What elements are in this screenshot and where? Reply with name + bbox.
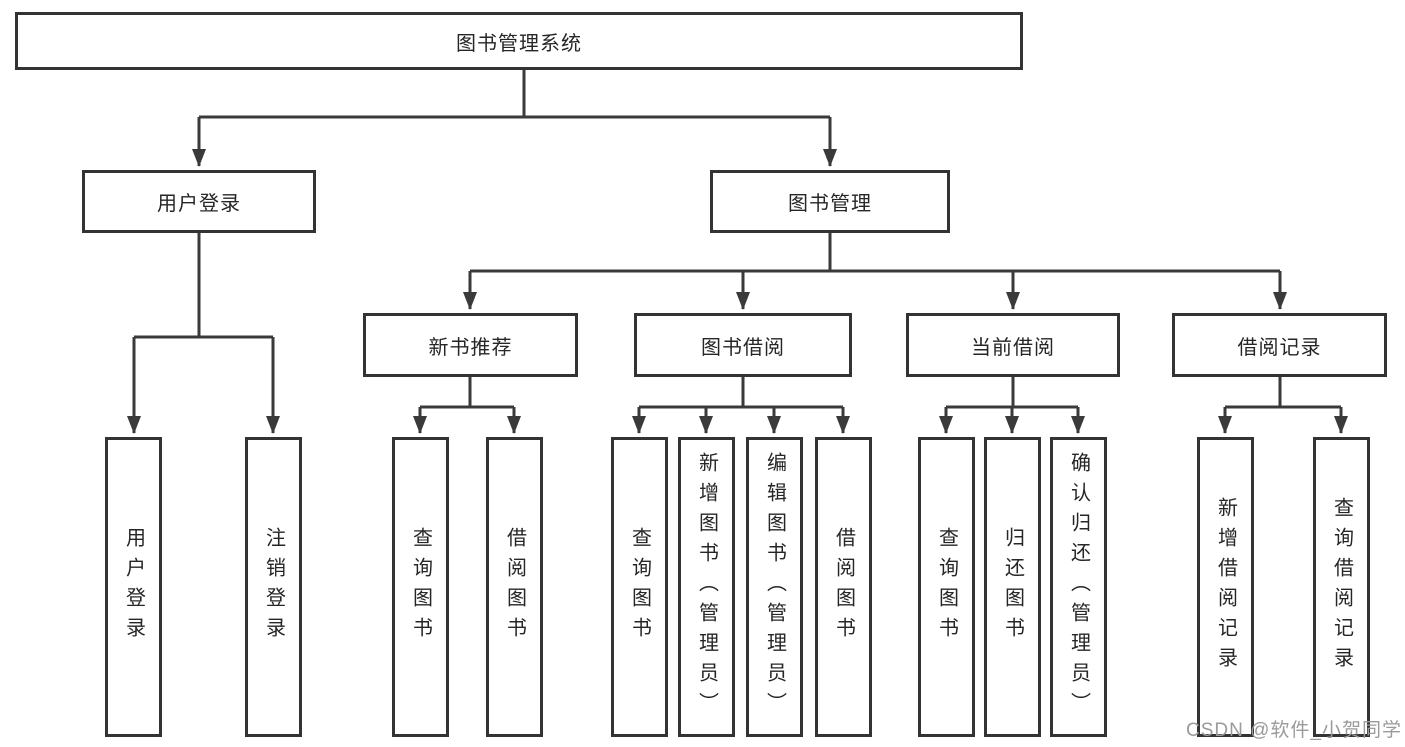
node-current-borrowing: 当前借阅 — [906, 313, 1120, 377]
csdn-watermark: CSDN @软件_小贺同学 — [1186, 720, 1402, 741]
node-leaf-borrow-books-2: 借阅图书 — [815, 437, 872, 737]
node-leaf-borrow-books-2-label: 借阅图书 — [832, 527, 855, 647]
node-leaf-user-login: 用户登录 — [105, 437, 162, 737]
node-leaf-add-borrow-record: 新增借阅记录 — [1197, 437, 1254, 737]
node-current-borrowing-label: 当前借阅 — [971, 336, 1055, 359]
node-leaf-confirm-return-admin: 确认归还（管理员） — [1050, 437, 1107, 737]
node-leaf-query-books-1-label: 查询图书 — [409, 527, 432, 647]
node-borrowing-records: 借阅记录 — [1172, 313, 1387, 377]
node-book-borrowing: 图书借阅 — [634, 313, 852, 377]
node-book-management-label: 图书管理 — [788, 193, 872, 215]
node-leaf-query-books-3-label: 查询图书 — [935, 527, 958, 647]
node-leaf-query-books-2-label: 查询图书 — [628, 527, 651, 647]
node-root-system-label: 图书管理系统 — [456, 32, 582, 55]
node-leaf-query-borrow-record-label: 查询借阅记录 — [1330, 497, 1353, 677]
node-leaf-logout-label: 注销登录 — [262, 527, 285, 647]
node-leaf-confirm-return-admin-label: 确认归还（管理员） — [1067, 452, 1090, 722]
node-leaf-user-login-label: 用户登录 — [122, 527, 145, 647]
node-leaf-query-books-3: 查询图书 — [918, 437, 975, 737]
node-leaf-edit-book-admin: 编辑图书（管理员） — [746, 437, 803, 737]
node-leaf-borrow-books-1: 借阅图书 — [486, 437, 543, 737]
node-borrowing-records-label: 借阅记录 — [1237, 336, 1322, 359]
node-user-login-label: 用户登录 — [157, 193, 241, 215]
node-leaf-edit-book-admin-label: 编辑图书（管理员） — [763, 452, 786, 722]
node-book-management: 图书管理 — [710, 170, 950, 233]
node-leaf-query-borrow-record: 查询借阅记录 — [1313, 437, 1370, 737]
node-leaf-query-books-1: 查询图书 — [392, 437, 449, 737]
node-leaf-add-borrow-record-label: 新增借阅记录 — [1214, 497, 1237, 677]
node-leaf-add-book-admin: 新增图书（管理员） — [678, 437, 735, 737]
node-leaf-return-books: 归还图书 — [984, 437, 1041, 737]
node-leaf-add-book-admin-label: 新增图书（管理员） — [695, 452, 718, 722]
node-leaf-return-books-label: 归还图书 — [1001, 527, 1024, 647]
node-new-book-recommend-label: 新书推荐 — [428, 336, 513, 359]
node-leaf-query-books-2: 查询图书 — [611, 437, 668, 737]
node-user-login: 用户登录 — [82, 170, 316, 233]
node-leaf-borrow-books-1-label: 借阅图书 — [503, 527, 526, 647]
node-leaf-logout: 注销登录 — [245, 437, 302, 737]
node-new-book-recommend: 新书推荐 — [363, 313, 578, 377]
node-root-system: 图书管理系统 — [15, 12, 1023, 70]
node-book-borrowing-label: 图书借阅 — [701, 336, 785, 359]
